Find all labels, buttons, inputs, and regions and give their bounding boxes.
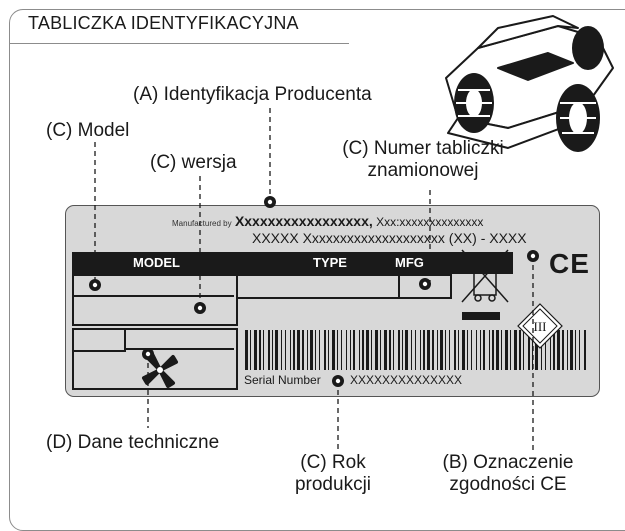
serial-number-value: XXXXXXXXXXXXXX — [350, 373, 463, 387]
callout-plate-number: (C) Numer tabliczki znamionowej — [323, 138, 523, 182]
technical-data-divider — [124, 348, 234, 350]
technical-data-box — [72, 328, 238, 390]
manufactured-by-label: Manufactured by — [172, 219, 232, 228]
model-column-label: MODEL — [133, 255, 180, 270]
manufacturer-address: XXXXX Xxxxxxxxxxxxxxxxxxxx (XX) - XXXX — [252, 230, 527, 246]
model-field — [72, 274, 238, 326]
callout-plate-number-line1: (C) Numer tabliczki — [342, 138, 504, 159]
technical-data-cell — [72, 328, 126, 352]
mfg-column-label: MFG — [395, 255, 424, 270]
callout-model: (C) Model — [46, 120, 130, 141]
type-column-label: TYPE — [313, 255, 347, 270]
diagram-overlay: III — [89, 108, 586, 450]
callout-plate-number-line2: znamionowej — [367, 160, 479, 181]
class-iii-icon: III — [517, 303, 563, 349]
weee-bar — [462, 312, 500, 320]
mower-image — [445, 15, 614, 152]
callout-ce: (B) Oznaczenie zgodności CE — [428, 452, 588, 496]
callout-year-line2: produkcji — [294, 474, 372, 495]
mfg-field — [398, 274, 452, 299]
callout-ce-line2: zgodności CE — [449, 474, 567, 495]
barcode — [245, 330, 586, 370]
model-divider — [72, 274, 234, 297]
ce-mark: CE — [549, 248, 590, 279]
callout-year-line1: (C) Rok — [300, 452, 366, 473]
page-title: TABLICZKA IDENTYFIKACYJNA — [28, 13, 299, 33]
plate-header-bar — [72, 252, 513, 274]
svg-text:III: III — [534, 319, 547, 334]
header-divider — [9, 9, 349, 44]
callout-manufacturer: (A) Identyfikacja Producenta — [133, 84, 372, 105]
serial-number-label: Serial Number — [244, 373, 321, 387]
manufacturer-name: Xxxxxxxxxxxxxxxxx, — [234, 213, 373, 229]
callout-year: (C) Rok produkcji — [283, 452, 383, 496]
callout-ce-line1: (B) Oznaczenie — [442, 452, 574, 473]
callout-version: (C) wersja — [150, 152, 237, 173]
weee-bin-icon — [461, 249, 509, 303]
callout-technical-data: (D) Dane techniczne — [46, 432, 220, 453]
